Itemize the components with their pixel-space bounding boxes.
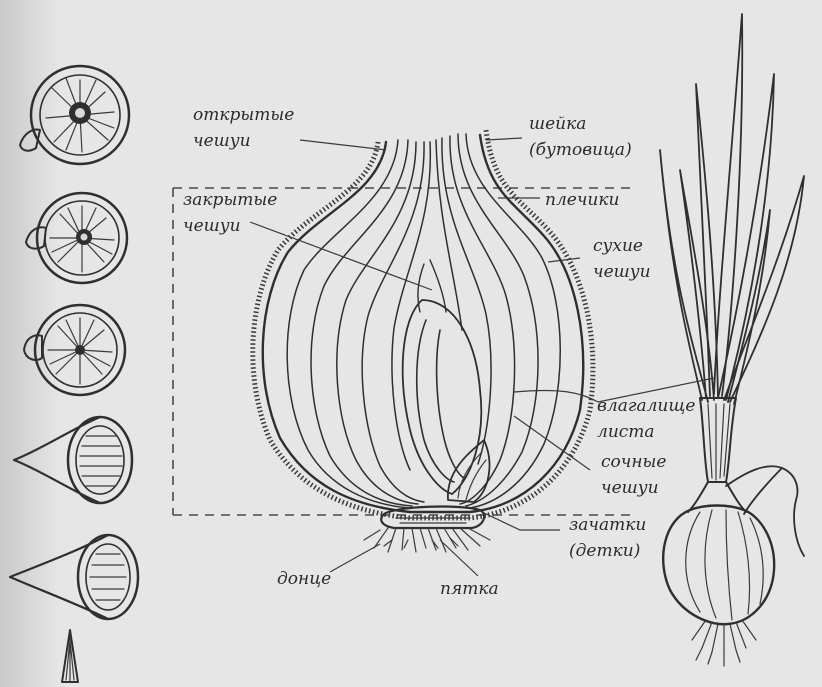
label-fleshy-scales-1: сочные bbox=[601, 452, 666, 472]
section-top-shaped bbox=[14, 417, 132, 503]
label-dry-scales-2: чешуи bbox=[593, 262, 651, 282]
leaves bbox=[660, 14, 804, 404]
closed-scale-core bbox=[403, 300, 482, 494]
label-open-scales-2: чешуи bbox=[193, 131, 251, 151]
label-neck-1: шейка bbox=[529, 114, 586, 134]
roots bbox=[364, 528, 490, 552]
labels: открытые чешуи шейка (бутовица) закрытые… bbox=[183, 105, 695, 599]
section-round-2 bbox=[26, 193, 127, 283]
label-closed-scales-1: закрытые bbox=[183, 190, 277, 210]
sprouting-onion-plant bbox=[660, 14, 804, 666]
label-neck-2: (бутовица) bbox=[529, 140, 632, 160]
label-buds-2: (детки) bbox=[569, 541, 640, 561]
label-shoulders: плечики bbox=[545, 190, 619, 210]
leaf-sheath-stem bbox=[700, 398, 736, 482]
plant-bulb bbox=[663, 506, 774, 625]
bulb-longitudinal-section bbox=[253, 130, 593, 552]
label-open-scales-1: открытые bbox=[193, 105, 294, 125]
label-leaf-sheath-1: влагалище bbox=[597, 396, 695, 416]
label-heel: пятка bbox=[440, 579, 499, 599]
section-elongated bbox=[62, 630, 78, 682]
fleshy-scale-lines bbox=[287, 134, 560, 508]
section-cone-shaped bbox=[10, 535, 138, 619]
label-base-plate: донце bbox=[277, 569, 331, 589]
label-buds-1: зачатки bbox=[569, 515, 646, 535]
plant-roots bbox=[692, 620, 756, 666]
label-fleshy-scales-2: чешуи bbox=[601, 478, 659, 498]
bulb-shape-sections bbox=[10, 66, 138, 682]
section-round-1 bbox=[20, 66, 129, 164]
label-closed-scales-2: чешуи bbox=[183, 216, 241, 236]
bulb-height-frame bbox=[173, 188, 632, 515]
section-round-3 bbox=[24, 305, 125, 395]
label-dry-scales-1: сухие bbox=[593, 236, 643, 256]
label-leaf-sheath-2: листа bbox=[597, 422, 655, 442]
